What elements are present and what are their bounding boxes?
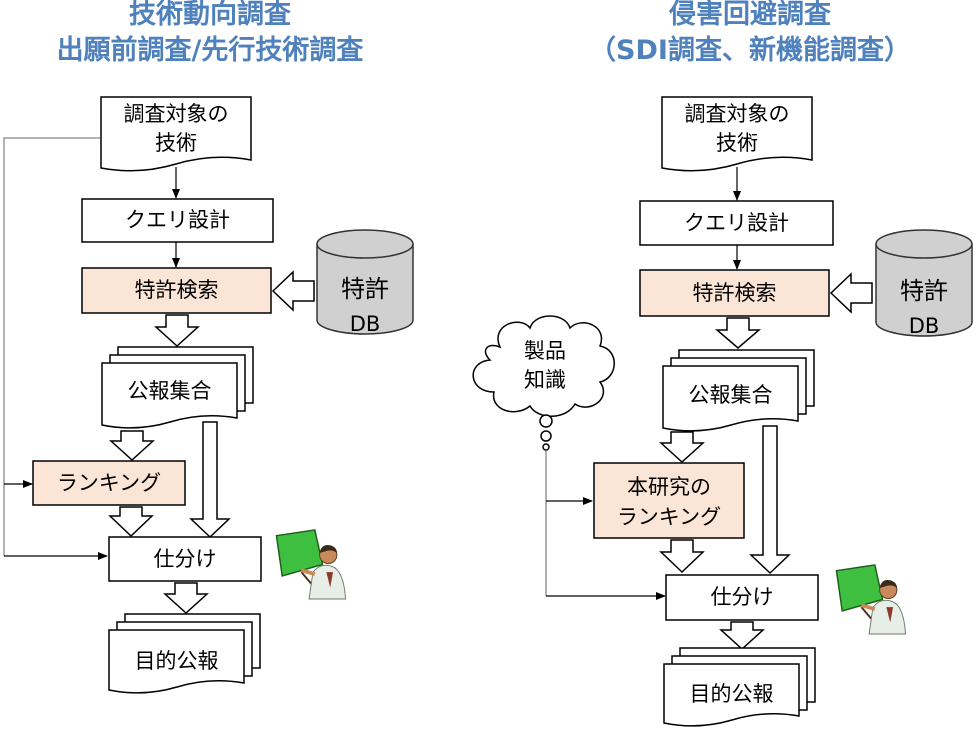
right-target-tech-doc <box>661 96 813 172</box>
right-tech-label-line2: 技術 <box>716 131 758 155</box>
left-ranking-label: ランキング <box>56 471 162 495</box>
right-knowledge-label-line1: 製品 <box>524 339 566 363</box>
right-query-design-label: クエリ設計 <box>684 211 789 235</box>
right-knowledge-label-line2: 知識 <box>524 368 566 392</box>
right-publication-set-label: 公報集合 <box>688 383 773 407</box>
right-target-publications-label: 目的公報 <box>689 682 774 706</box>
left-tech-label-line2: 技術 <box>155 131 197 155</box>
left-arrow-set-ranking <box>109 430 155 462</box>
left-sorting-box <box>108 536 262 582</box>
left-query-design-label: クエリ設計 <box>125 208 230 232</box>
right-tech-label-line1: 調査対象の <box>684 102 790 126</box>
left-target-publications-doc <box>108 613 261 694</box>
right-patent-search-label: 特許検索 <box>692 281 777 305</box>
right-publication-set-doc <box>662 349 815 432</box>
left-publication-set-doc <box>101 346 254 429</box>
left-title-line2: 出願前調査/先行技術調査 <box>56 35 364 66</box>
left-db-label-line1: 特許 <box>341 275 389 303</box>
right-title-line1: 侵害回避調査 <box>669 0 831 30</box>
right-db-label-line1: 特許 <box>900 277 948 305</box>
left-arrow-sorting-target <box>163 582 209 615</box>
right-arrow-search-set <box>714 317 762 349</box>
left-arrow-ranking-sorting <box>108 506 154 538</box>
left-patent-search-label: 特許検索 <box>134 278 219 302</box>
right-flow <box>472 96 973 727</box>
right-presenter-clipart-icon <box>834 563 908 635</box>
left-db-to-search-arrow <box>271 270 315 312</box>
left-title-line1: 技術動向調査 <box>129 0 291 30</box>
right-ranking-label-line1: 本研究の <box>627 475 711 499</box>
left-presenter-clipart-icon <box>274 528 348 600</box>
left-ranking-box <box>32 460 186 506</box>
right-query-design-box <box>639 200 834 246</box>
right-sorting-label: 仕分け <box>710 585 774 609</box>
right-db-to-search-arrow <box>829 272 873 314</box>
right-db-label-line2: DB <box>908 314 940 338</box>
right-sorting-box <box>665 574 819 621</box>
right-arrow-ranking-sorting <box>659 539 705 574</box>
left-arrow-search-set <box>154 314 200 348</box>
right-ranking-label-line2: ランキング <box>616 505 722 529</box>
left-query-design-box <box>81 198 274 243</box>
left-db-label-line2: DB <box>349 312 381 336</box>
left-sorting-label: 仕分け <box>153 547 217 571</box>
left-target-publications-label: 目的公報 <box>134 649 219 673</box>
right-patent-db-cylinder <box>875 229 973 337</box>
right-thought-cloud-icon <box>472 315 615 451</box>
right-patent-search-box <box>639 269 830 317</box>
right-target-publications-doc <box>663 647 816 727</box>
left-arrow-set-sorting <box>189 421 231 539</box>
left-publication-set-label: 公報集合 <box>127 379 212 403</box>
left-patent-db-cylinder <box>316 229 414 335</box>
right-arrow-set-ranking <box>659 431 705 464</box>
left-patent-search-box <box>81 267 272 314</box>
left-target-tech-doc <box>100 96 252 172</box>
left-flow <box>3 96 414 694</box>
right-arrow-set-sorting <box>749 425 791 575</box>
right-ranking-box <box>593 462 745 539</box>
right-arrow-sorting-target <box>719 621 765 651</box>
right-title-line2: （SDI調査、新機能調査） <box>589 35 911 66</box>
left-feedback-line <box>3 137 100 556</box>
left-tech-label-line1: 調査対象の <box>123 102 229 126</box>
